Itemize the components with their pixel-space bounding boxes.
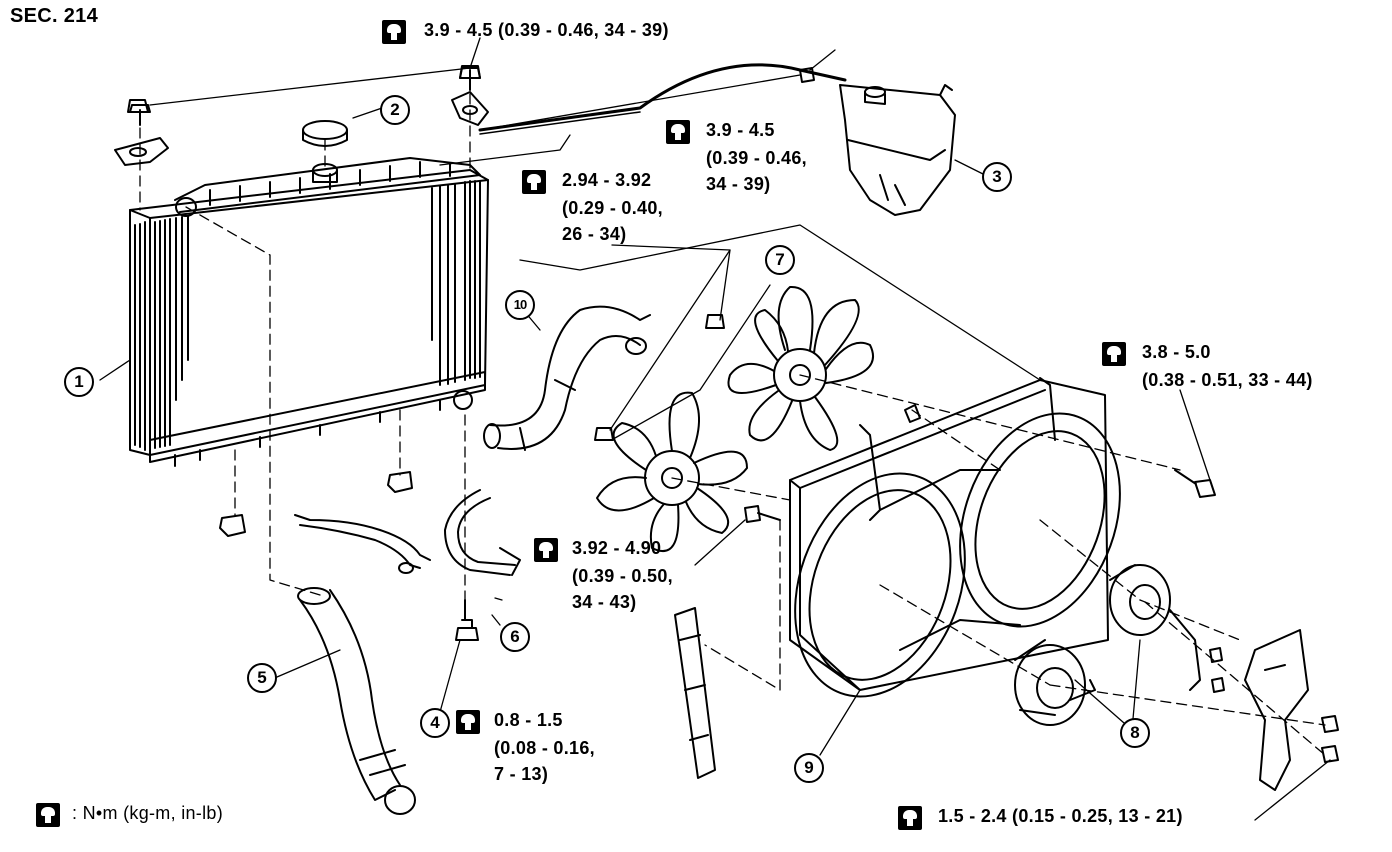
torque-icon	[534, 538, 558, 562]
callout-5: 5	[247, 663, 277, 693]
torque-spec-fan-upper-line1: 2.94 - 3.92	[562, 170, 652, 190]
callout-8: 8	[1120, 718, 1150, 748]
radiator	[129, 157, 489, 467]
legend-torque-icon	[36, 803, 60, 827]
torque-icon	[666, 120, 690, 144]
fan-lower	[596, 391, 748, 553]
torque-spec-fan-lower-line1: 3.92 - 4.90	[572, 538, 662, 558]
fan-motor-upper	[1109, 564, 1201, 691]
reservoir-tank	[839, 84, 956, 216]
rubber-mount	[387, 471, 413, 493]
torque-spec-fan-lower-line3: 34 - 43)	[572, 592, 637, 612]
torque-spec-shroud-line1: 3.8 - 5.0	[1142, 342, 1211, 362]
torque-spec-reservoir-line3: 34 - 39)	[706, 174, 771, 194]
torque-icon	[456, 710, 480, 734]
callout-1: 1	[64, 367, 94, 397]
torque-spec-fan-upper-line2: (0.29 - 0.40,	[562, 198, 663, 218]
fan-motor-lower	[1014, 639, 1096, 726]
drain-plug	[455, 599, 479, 641]
lower-hose	[297, 587, 416, 815]
heat-shield-plate	[674, 607, 716, 779]
torque-icon	[382, 20, 406, 44]
rubber-mount	[219, 514, 246, 537]
callout-10: 10	[505, 290, 535, 320]
torque-spec-drain-line2: (0.08 - 0.16,	[494, 738, 595, 758]
dash-lines	[139, 77, 1326, 756]
oil-cooler-hoses	[294, 489, 521, 576]
section-title: SEC. 214	[10, 5, 99, 27]
torque-icon	[522, 170, 546, 194]
mount-bracket-left	[114, 104, 169, 166]
callout-3: 3	[982, 162, 1012, 192]
callout-9: 9	[794, 753, 824, 783]
torque-spec-drain-line1: 0.8 - 1.5	[494, 710, 563, 730]
upper-hose	[483, 305, 651, 451]
torque-spec-drain-line3: 7 - 13)	[494, 764, 549, 784]
torque-icon	[898, 806, 922, 830]
fan-shroud	[789, 377, 1121, 698]
torque-icon	[1102, 342, 1126, 366]
torque-spec-fan-upper-line3: 26 - 34)	[562, 224, 627, 244]
lower-bracket	[1244, 629, 1309, 791]
callout-6: 6	[500, 622, 530, 652]
torque-spec-reservoir-line2: (0.39 - 0.46,	[706, 148, 807, 168]
bolts	[127, 65, 1339, 763]
leader-lines	[99, 37, 1331, 821]
torque-spec-shroud-line2: (0.38 - 0.51, 33 - 44)	[1142, 370, 1313, 390]
torque-spec-top: 3.9 - 4.5 (0.39 - 0.46, 34 - 39)	[424, 20, 669, 40]
callout-4: 4	[420, 708, 450, 738]
torque-spec-fan-lower-line2: (0.39 - 0.50,	[572, 566, 673, 586]
callout-2: 2	[380, 95, 410, 125]
fan-upper	[727, 285, 875, 451]
legend-text: : N•m (kg-m, in-lb)	[72, 803, 224, 823]
torque-spec-reservoir-line1: 3.9 - 4.5	[706, 120, 775, 140]
torque-spec-bottom: 1.5 - 2.4 (0.15 - 0.25, 13 - 21)	[938, 806, 1183, 826]
callout-7: 7	[765, 245, 795, 275]
